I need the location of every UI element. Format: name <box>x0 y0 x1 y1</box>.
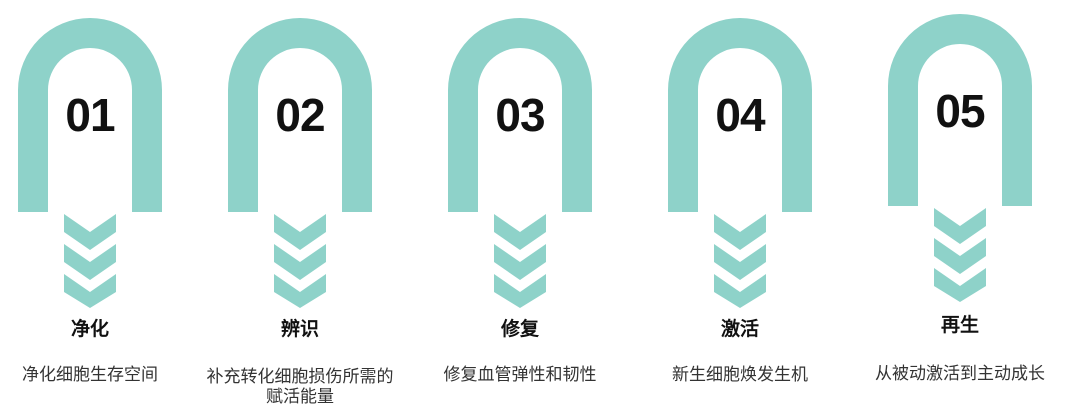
step-1: 01 净化 净化细胞生存空间 <box>10 0 170 407</box>
chevron-down-icon <box>714 244 766 280</box>
chevron-down-icon <box>64 244 116 280</box>
chevron-down-icon <box>64 214 116 250</box>
chevron-down-icon <box>494 214 546 250</box>
step-number: 05 <box>935 85 985 137</box>
arch-body <box>448 18 592 212</box>
chevron-down-icon <box>274 274 326 308</box>
step-title: 净化 <box>70 318 109 340</box>
chevron-down-icon <box>274 244 326 280</box>
step-description: 净化细胞生存空间 <box>22 365 158 385</box>
arch-shape <box>448 18 592 308</box>
chevron-down-icon <box>714 214 766 250</box>
chevron-down-icon <box>934 238 986 274</box>
step-description: 修复血管弹性和韧性 <box>443 365 597 385</box>
step-2: 02 辨识 补充转化细胞损伤所需的赋活能量 <box>207 0 394 407</box>
step-description: 新生细胞焕发生机 <box>672 365 808 385</box>
arch-shape <box>888 14 1032 302</box>
step-4: 04 激活 新生细胞焕发生机 <box>660 0 820 407</box>
step-description: 补充转化细胞损伤所需的赋活能量 <box>206 367 394 407</box>
step-number: 04 <box>715 89 765 141</box>
chevron-down-icon <box>64 274 116 308</box>
step-number: 03 <box>495 89 545 141</box>
step-title: 修复 <box>500 318 539 340</box>
arch-shape <box>228 18 372 308</box>
step-number: 02 <box>275 89 325 141</box>
step-description: 从被动激活到主动成长 <box>875 364 1045 384</box>
step-title: 激活 <box>720 318 759 340</box>
step-3: 03 修复 修复血管弹性和韧性 <box>440 0 600 407</box>
arch-body <box>888 14 1032 206</box>
chevron-down-icon <box>494 244 546 280</box>
arch-body <box>18 18 162 212</box>
arch-shape <box>18 18 162 308</box>
step-title: 再生 <box>940 314 979 336</box>
step-title: 辨识 <box>280 318 319 340</box>
arch-shape <box>668 18 812 308</box>
chevron-down-icon <box>934 268 986 302</box>
chevron-down-icon <box>714 274 766 308</box>
arch-body <box>228 18 372 212</box>
step-number: 01 <box>65 89 115 141</box>
chevron-down-icon <box>274 214 326 250</box>
chevron-down-icon <box>934 208 986 244</box>
arch-body <box>668 18 812 212</box>
step-5: 05 再生 从被动激活到主动成长 <box>875 0 1045 407</box>
chevron-down-icon <box>494 274 546 308</box>
